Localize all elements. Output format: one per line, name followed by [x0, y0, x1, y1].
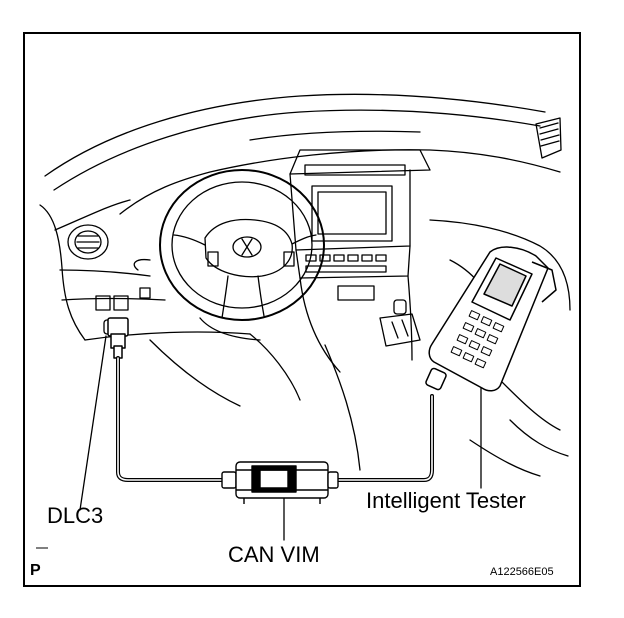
corner-mark: P — [30, 562, 41, 579]
can-vim-label: CAN VIM — [228, 542, 320, 567]
center-console — [289, 149, 431, 373]
figure-code: A122566E05 — [490, 566, 554, 578]
cable-harness — [79, 317, 482, 541]
intelligent-tester-label: Intelligent Tester — [366, 488, 526, 513]
gear-shifter — [379, 299, 421, 347]
dlc3-label: DLC3 — [47, 503, 104, 528]
left-air-vent — [67, 224, 109, 260]
right-air-vent — [535, 117, 562, 159]
dlc3-cable — [116, 356, 234, 482]
dlc3-plug — [107, 317, 129, 359]
intelligent-tester-device — [425, 246, 557, 392]
figure-frame — [23, 32, 581, 587]
tester-keypad — [450, 310, 505, 369]
can-vim-module — [221, 461, 339, 504]
steering-wheel — [159, 169, 325, 321]
dlc3-leader-line — [79, 335, 107, 511]
